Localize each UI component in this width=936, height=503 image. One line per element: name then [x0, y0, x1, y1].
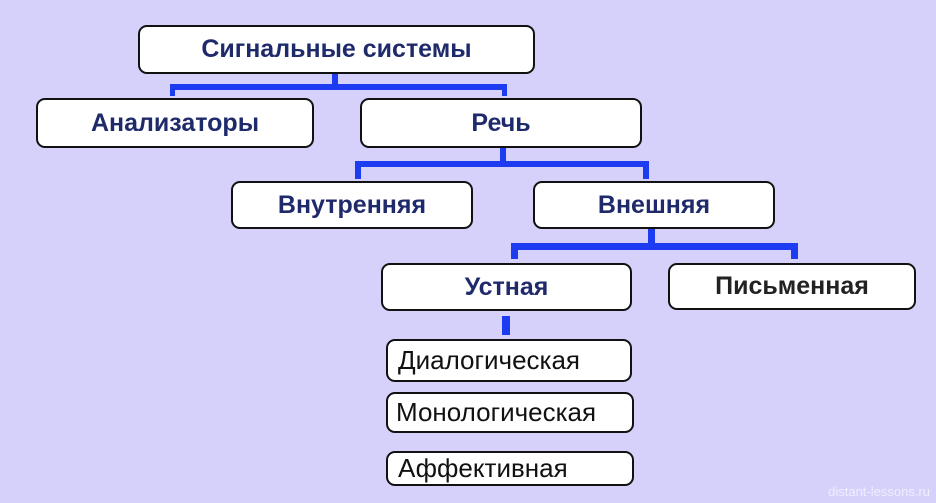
- connector: [511, 243, 518, 259]
- node-affective: Аффективная: [386, 451, 634, 486]
- connector: [500, 148, 506, 164]
- connector: [170, 84, 175, 96]
- node-written: Письменная: [668, 263, 916, 310]
- connector: [355, 161, 649, 167]
- node-speech: Речь: [360, 98, 642, 148]
- node-label: Внутренняя: [277, 190, 427, 219]
- node-dialogic: Диалогическая: [386, 339, 632, 382]
- connector: [355, 161, 361, 179]
- node-analyzers: Анализаторы: [36, 98, 314, 148]
- node-label: Аффективная: [398, 453, 568, 483]
- connector: [502, 316, 510, 335]
- connector: [791, 243, 798, 259]
- node-signal-systems: Сигнальные системы: [138, 25, 535, 74]
- node-label: Анализаторы: [90, 108, 260, 137]
- watermark: distant-lessons.ru: [828, 484, 930, 499]
- node-label: Диалогическая: [398, 345, 581, 375]
- node-label: Монологическая: [396, 397, 597, 427]
- connector: [170, 84, 507, 90]
- connector: [332, 72, 338, 88]
- node-outer: Внешняя: [533, 181, 775, 229]
- node-monologic: Монологическая: [386, 392, 634, 433]
- connector: [643, 161, 649, 179]
- node-label: Письменная: [715, 272, 869, 300]
- node-label: Сигнальные системы: [201, 35, 472, 63]
- node-label: Внешняя: [597, 190, 711, 219]
- connector: [502, 84, 507, 96]
- connector: [511, 243, 798, 250]
- connector: [648, 227, 655, 247]
- node-label: Устная: [464, 272, 549, 301]
- node-inner: Внутренняя: [231, 181, 473, 229]
- node-oral: Устная: [381, 263, 632, 311]
- node-label: Речь: [471, 108, 531, 137]
